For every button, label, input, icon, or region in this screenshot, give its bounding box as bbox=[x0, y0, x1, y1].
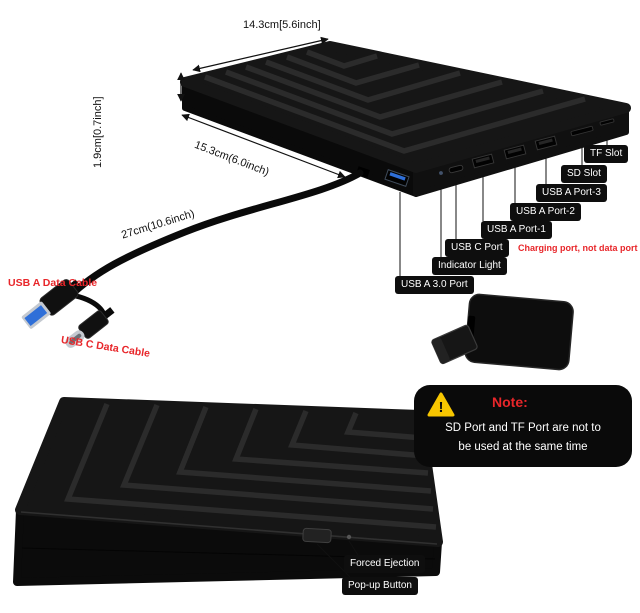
badge-usb-a-port-1: USB A Port-1 bbox=[481, 221, 552, 239]
svg-text:!: ! bbox=[439, 399, 444, 416]
port-leader-lines bbox=[399, 128, 608, 276]
badge-tf-slot: TF Slot bbox=[584, 145, 629, 163]
usb-c-connector-icon bbox=[65, 307, 115, 348]
tf-slot bbox=[599, 118, 615, 126]
badge-sd-slot: SD Slot bbox=[561, 165, 607, 183]
badge-indicator-light: Indicator Light bbox=[432, 257, 507, 275]
warning-note-box: ! Note: SD Port and TF Port are not to b… bbox=[414, 385, 632, 467]
usb-c-port-note: Charging port, not data port bbox=[518, 243, 638, 253]
pop-up-button bbox=[302, 527, 332, 544]
dimension-lines bbox=[177, 36, 346, 179]
memory-card-icon bbox=[431, 324, 478, 365]
badge-usb-a-port-2: USB A Port-2 bbox=[510, 203, 581, 221]
data-cable bbox=[21, 169, 364, 348]
usb-a-port-2 bbox=[503, 144, 527, 160]
usb-a-3-0-port bbox=[384, 169, 410, 187]
badge-forced-ejection: Forced Ejection bbox=[344, 555, 426, 573]
chevron-pattern-bottom bbox=[64, 402, 437, 530]
badge-usb-a-port-3: USB A Port-3 bbox=[536, 184, 607, 202]
usb-a-port-1 bbox=[471, 153, 495, 169]
note-line-2: be used at the same time bbox=[458, 441, 588, 453]
usb-a-cable-label: USB A Data Cable bbox=[8, 277, 98, 289]
badge-usb-a-3-0-port: USB A 3.0 Port bbox=[395, 276, 474, 294]
badge-usb-c-port: USB C Port bbox=[445, 239, 509, 257]
forced-ejection-hole bbox=[346, 534, 352, 540]
usb-c-port bbox=[448, 164, 464, 174]
dim-width-label: 14.3cm[5.6inch] bbox=[243, 19, 321, 31]
card-insert-inset bbox=[431, 293, 574, 371]
indicator-light-led bbox=[439, 171, 443, 175]
note-line-1: SD Port and TF Port are not to bbox=[445, 422, 601, 434]
dim-thickness-label: 1.9cm[0.7inch] bbox=[92, 96, 104, 168]
usb-a-port-3 bbox=[534, 135, 558, 151]
warning-icon: ! bbox=[427, 392, 455, 417]
sd-slot bbox=[570, 125, 594, 137]
usb-a-connector-icon bbox=[21, 279, 81, 329]
note-title: Note: bbox=[492, 394, 528, 410]
badge-pop-up-button: Pop-up Button bbox=[342, 577, 418, 595]
